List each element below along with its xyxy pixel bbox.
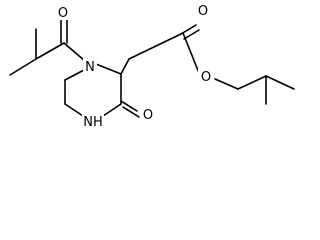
bond-ester-carbonyl-b — [183, 29, 200, 40]
bond-ester-o-to-ch2 — [214, 78, 239, 90]
atom-oxygen-ester-carbonyl: O — [196, 3, 210, 19]
atom-oxygen-ester: O — [198, 69, 214, 85]
bond-methylene-to-ester-carbon — [128, 32, 184, 60]
atom-label: O — [143, 108, 153, 123]
atom-label: O — [58, 6, 68, 21]
atom-nitrogen-ring: N — [83, 58, 97, 75]
atom-oxygen-lactam: O — [141, 107, 155, 123]
bond-lactam-carbonyl-b — [122, 106, 140, 118]
bond-acyl-carbon-to-ring-n — [63, 42, 86, 62]
bond-methyl-to-isopropyl-ch — [9, 58, 37, 76]
atom-label: O — [198, 4, 208, 19]
bond-c3-to-nh — [102, 103, 122, 117]
bond-c6-to-ring-n — [64, 69, 85, 81]
bond-ester-carbon-to-ester-o — [182, 32, 200, 74]
atom-nh-ring: NH — [82, 113, 104, 130]
bond-ch-to-methyl-b — [265, 75, 295, 90]
atom-label: N — [85, 60, 95, 75]
bond-lactam-carbonyl-a — [120, 100, 138, 112]
bond-isopropyl-ch-to-acyl-carbon — [35, 42, 65, 60]
bond-ch2-to-ch — [237, 75, 267, 90]
bond-ring-n-to-c2 — [95, 63, 122, 75]
atom-oxygen-acyl: O — [56, 4, 70, 21]
atom-label: O — [201, 70, 211, 85]
bond-c2-to-methylene — [120, 58, 130, 75]
bond-nh-to-c5 — [64, 103, 84, 117]
structural-formula: O N O O O NH — [9, 3, 295, 130]
atom-label: NH — [83, 115, 103, 130]
